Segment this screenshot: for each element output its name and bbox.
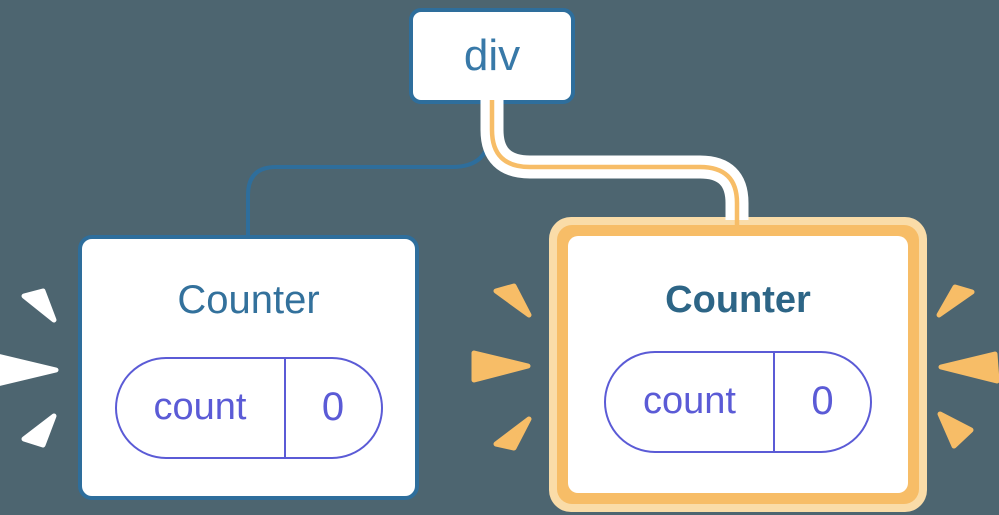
- counter-card-right-body: Counter count 0: [568, 236, 908, 493]
- burst-spark-icon: [0, 354, 59, 386]
- state-pill-left: count 0: [114, 356, 383, 459]
- burst-spark-icon: [471, 350, 531, 383]
- state-value-right: 0: [811, 379, 834, 423]
- burst-spark-icon: [938, 351, 999, 384]
- counter-title-left: Counter: [177, 277, 320, 322]
- counter-card-left-body: Counter count 0: [82, 239, 415, 496]
- root-node-div: div: [409, 8, 575, 104]
- counter-card-left: Counter count 0: [78, 235, 419, 500]
- edge-div-to-left-counter: [246, 98, 492, 239]
- counter-card-right: Counter count 0: [568, 236, 908, 493]
- burst-spark-icon: [493, 416, 532, 451]
- edge-div-to-right-counter: [489, 100, 740, 233]
- burst-spark-icon: [21, 413, 57, 448]
- right-card-sparks-right-group: [936, 284, 999, 449]
- counter-card-right-halo: Counter count 0: [549, 217, 927, 512]
- counter-card-right-ring: Counter count 0: [557, 225, 919, 504]
- burst-spark-icon: [936, 284, 975, 318]
- state-pill-right: count 0: [604, 350, 872, 453]
- edge-div-to-right-counter-casing: [480, 94, 749, 220]
- state-key-left: count: [117, 358, 286, 457]
- right-card-sparks-left-group: [471, 283, 532, 451]
- burst-spark-icon: [21, 288, 57, 323]
- burst-spark-icon: [937, 411, 974, 449]
- burst-spark-icon: [493, 283, 532, 318]
- root-node-label: div: [463, 31, 521, 80]
- state-key-right: count: [606, 352, 775, 451]
- state-value-left: 0: [321, 385, 345, 429]
- counter-title-right: Counter: [665, 278, 811, 321]
- left-card-sparks: [0, 288, 59, 448]
